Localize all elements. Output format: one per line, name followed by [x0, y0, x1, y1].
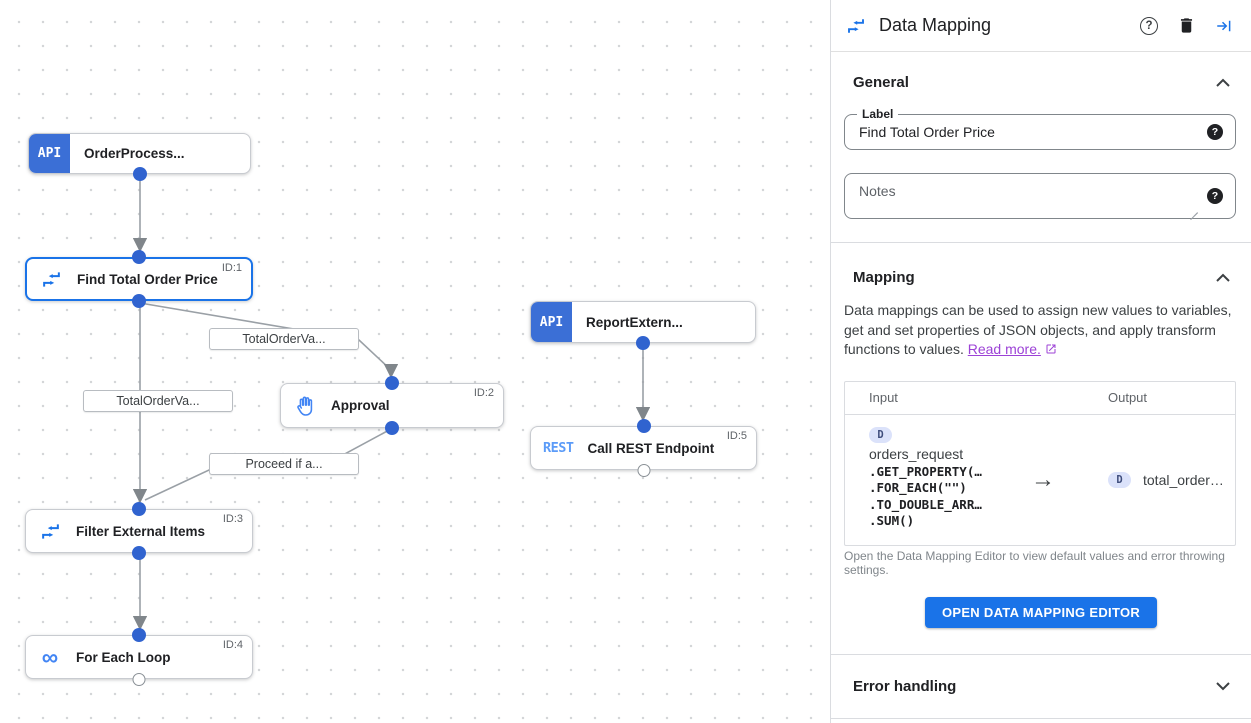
node-label: Find Total Order Price — [77, 271, 218, 287]
section-mapping-toggle[interactable]: Mapping — [831, 269, 1251, 286]
output-port[interactable] — [132, 294, 146, 308]
node-id-tag: ID:4 — [222, 639, 243, 651]
section-error-handling-toggle[interactable]: Error handling — [831, 678, 1251, 695]
output-port[interactable] — [385, 421, 399, 435]
delete-task-button[interactable] — [1177, 16, 1196, 35]
config-panel: Data Mapping ? — [830, 0, 1251, 723]
data-mapping-icon — [38, 519, 62, 543]
node-for-each-loop[interactable]: ID:4 ∞ For Each Loop — [25, 628, 253, 686]
output-variable: total_order… — [1143, 471, 1224, 488]
transform-function: .TO_DOUBLE_ARR… — [869, 496, 982, 512]
section-title: Error handling — [853, 677, 957, 695]
node-id-tag: ID:1 — [221, 262, 242, 274]
transform-function: .FOR_EACH("") — [869, 480, 967, 495]
output-port[interactable] — [132, 673, 146, 686]
input-port[interactable] — [132, 250, 146, 264]
mapping-table: Input Output D orders_request .GET_PROPE… — [844, 380, 1236, 546]
edge-label-proceed-if[interactable]: Proceed if a... — [209, 453, 359, 475]
edge-label-total-order-2[interactable]: TotalOrderVa... — [83, 390, 233, 412]
datatype-badge: D — [869, 426, 892, 443]
node-label: ReportExtern... — [586, 314, 683, 330]
rest-badge: REST — [543, 440, 574, 456]
panel-header: Data Mapping ? — [831, 0, 1251, 52]
notes-textarea[interactable] — [845, 174, 1235, 217]
hand-icon — [293, 394, 317, 418]
node-label: OrderProcess... — [84, 146, 185, 161]
node-report-extern-trigger[interactable]: API ReportExtern... — [530, 301, 756, 350]
trash-icon — [1180, 18, 1193, 33]
label-input[interactable] — [845, 115, 1235, 149]
node-filter-external-items[interactable]: ID:3 Filter External Items — [25, 502, 253, 560]
data-mapping-icon — [846, 16, 866, 36]
input-port[interactable] — [636, 419, 651, 433]
mapping-arrow-icon: → — [1031, 465, 1055, 493]
label-field-wrap: Label ? — [844, 107, 1236, 150]
chevron-up-icon — [1216, 78, 1230, 87]
label-field-caption: Label — [857, 107, 899, 121]
node-label: For Each Loop — [76, 649, 171, 665]
section-divider — [831, 242, 1251, 243]
workflow-canvas[interactable]: API OrderProcess... ID:1 Find Total Orde… — [0, 0, 830, 723]
output-port[interactable] — [636, 336, 650, 350]
mapping-description: Data mappings can be used to assign new … — [844, 301, 1236, 361]
resize-handle[interactable] — [1189, 205, 1198, 214]
notes-field-wrap: ? — [844, 173, 1236, 219]
edge-label-total-order-1[interactable]: TotalOrderVa... — [209, 328, 359, 350]
api-badge: API — [531, 302, 572, 342]
chevron-up-icon — [1216, 273, 1230, 282]
node-id-tag: ID:2 — [473, 387, 494, 399]
node-approval[interactable]: ID:2 Approval — [280, 376, 504, 435]
api-badge: API — [29, 134, 70, 173]
output-port[interactable] — [132, 546, 146, 560]
input-port[interactable] — [385, 376, 399, 390]
section-title: Mapping — [853, 269, 915, 286]
node-order-process-trigger[interactable]: API OrderProcess... — [28, 133, 251, 181]
collapse-panel-button[interactable] — [1215, 17, 1233, 35]
node-label: Call REST Endpoint — [587, 440, 715, 456]
transform-function: .SUM() — [869, 513, 915, 528]
chevron-down-icon — [1216, 682, 1230, 691]
read-more-link[interactable]: Read more. — [967, 341, 1041, 357]
notes-help-icon[interactable]: ? — [1207, 188, 1223, 204]
section-title: General — [853, 74, 909, 91]
transform-function: .GET_PROPERTY(… — [869, 463, 982, 479]
node-id-tag: ID:3 — [222, 513, 243, 525]
node-label: Filter External Items — [76, 523, 206, 539]
section-general-toggle[interactable]: General — [831, 74, 1251, 91]
input-variable: orders_request — [869, 445, 964, 462]
input-port[interactable] — [132, 628, 146, 642]
help-button[interactable]: ? — [1140, 16, 1158, 35]
output-port[interactable] — [637, 464, 650, 477]
output-column-header: Output — [1108, 390, 1148, 405]
section-divider — [831, 717, 1251, 719]
input-column-header: Input — [869, 390, 898, 405]
panel-title: Data Mapping — [879, 15, 992, 35]
output-port[interactable] — [132, 167, 147, 181]
open-data-mapping-editor-button[interactable]: OPEN DATA MAPPING EDITOR — [924, 596, 1158, 628]
loop-infinity-icon: ∞ — [41, 644, 59, 670]
node-label: Approval — [331, 398, 390, 413]
help-icon: ? — [1140, 16, 1158, 35]
external-link-icon — [1045, 341, 1057, 361]
input-port[interactable] — [132, 502, 146, 516]
section-divider — [831, 653, 1251, 655]
mapping-caption: Open the Data Mapping Editor to view def… — [844, 548, 1225, 577]
node-find-total-order-price[interactable]: ID:1 Find Total Order Price — [25, 250, 253, 308]
edges-layer — [132, 175, 651, 631]
data-mapping-icon — [39, 267, 63, 291]
node-call-rest-endpoint[interactable]: ID:5 REST Call REST Endpoint — [530, 419, 757, 477]
mapping-table-header: Input Output — [845, 382, 1235, 415]
collapse-right-icon — [1217, 20, 1231, 31]
node-id-tag: ID:5 — [726, 430, 747, 442]
mapping-row[interactable]: D orders_request .GET_PROPERTY(… .FOR_EA… — [845, 415, 1235, 545]
label-help-icon[interactable]: ? — [1207, 124, 1223, 140]
datatype-badge: D — [1108, 471, 1131, 488]
